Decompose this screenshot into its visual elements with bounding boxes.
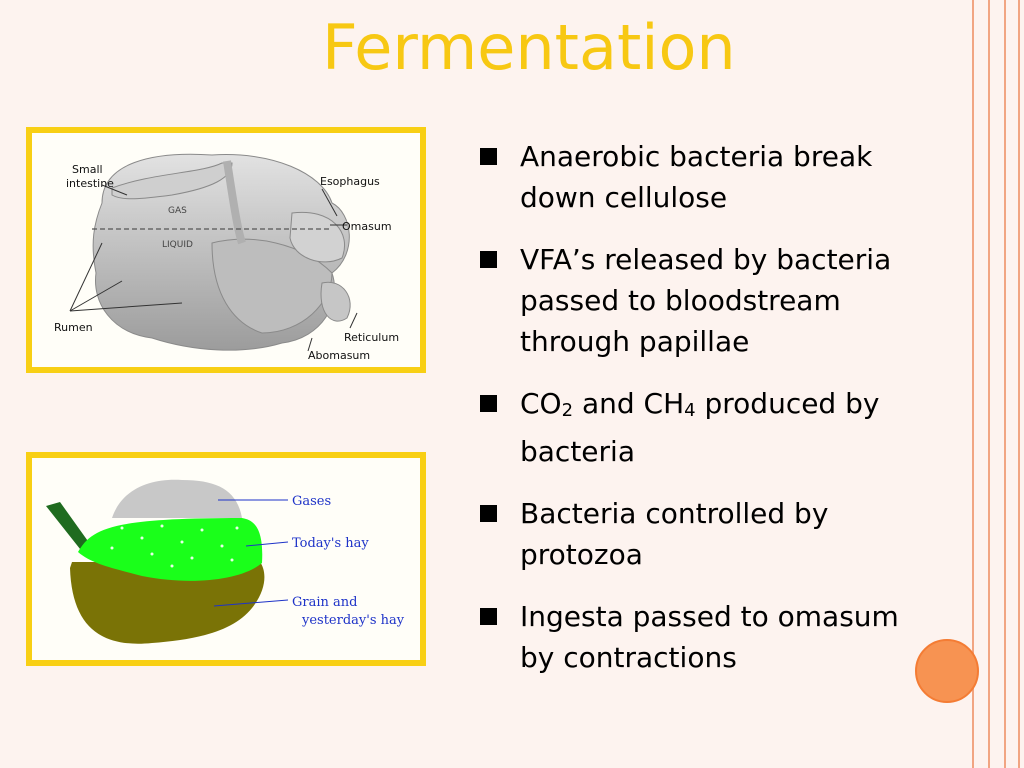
grain-label-2: yesterday's hay [301,613,405,628]
gases-label: Gases [292,494,331,509]
reticulum-label: Reticulum [344,331,399,344]
gas-label: GAS [168,206,187,216]
bullet-list: Anaerobic bacteria break down cellulose … [480,136,900,699]
hay-speckles [110,524,239,568]
bullet-item-cellulose: Anaerobic bacteria break down cellulose [480,136,900,218]
small-intestine-shape [111,162,233,200]
bullet-text-produced: produced by bacteria [520,387,880,468]
bullet-square-icon [480,395,497,412]
bullet-item-vfa: VFA’s released by bacteria passed to blo… [480,239,900,362]
bullet-square-icon [480,608,497,625]
bullet-text: Bacteria controlled by protozoa [520,497,829,571]
esophagus-tube-shape [46,502,90,554]
abomasum-shape [211,238,333,334]
ch4-subscript: 4 [684,400,696,421]
rumen-label: Rumen [54,321,93,334]
bullet-text-co: CO [520,387,562,420]
bullet-text: VFA’s released by bacteria passed to blo… [520,243,892,358]
bullet-item-gases: CO2 and CH4 produced by bacteria [480,383,900,472]
bullet-text: Ingesta passed to omasum by contractions [520,600,899,674]
todays-hay-label: Today's hay [292,536,369,551]
grain-layer-shape [70,562,265,644]
small-intestine-label-1: Small [72,163,103,176]
liquid-label: LIQUID [162,240,193,250]
decorative-stripes [968,0,1024,768]
bullet-text: Anaerobic bacteria break down cellulose [520,140,873,214]
omasum-label: Omasum [342,220,392,233]
bullet-square-icon [480,505,497,522]
page-title: Fermentation [322,11,736,84]
rumen-layers-diagram: Gases Today's hay Grain and yesterday's … [46,479,405,644]
stomach-diagram-frame: GAS LIQUID Small intestine Esophagus Oma… [26,127,426,373]
reticulum-shape [320,281,351,322]
gas-layer-shape [112,479,242,518]
hay-layer-shape [78,518,263,581]
bullet-square-icon [480,251,497,268]
esophagus-shape [223,160,246,245]
co2-subscript: 2 [561,400,574,421]
small-intestine-label-2: intestine [66,177,114,190]
abomasum-label: Abomasum [308,349,370,362]
bullet-square-icon [480,148,497,165]
rumen-layers-frame: Gases Today's hay Grain and yesterday's … [26,452,426,666]
bullet-item-protozoa: Bacteria controlled by protozoa [480,493,900,575]
decorative-circle [915,639,979,703]
bullet-text-ch: and CH [573,387,685,420]
bullet-item-ingesta: Ingesta passed to omasum by contractions [480,596,900,678]
grain-label-1: Grain and [292,595,357,610]
esophagus-label: Esophagus [320,175,380,188]
stomach-diagram: GAS LIQUID Small intestine Esophagus Oma… [54,153,399,362]
